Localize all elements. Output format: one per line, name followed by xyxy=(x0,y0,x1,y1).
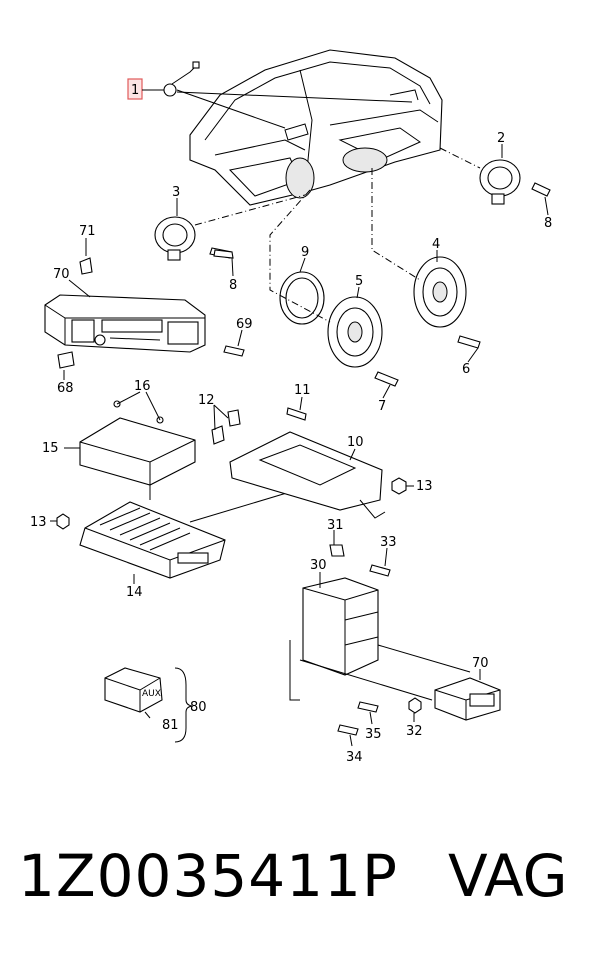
callout-9: 9 xyxy=(301,245,309,260)
callout-81: 81 xyxy=(162,718,179,733)
aux-label: AUX xyxy=(142,689,161,699)
footer: 1Z0035411P VAG xyxy=(0,840,600,971)
callout-3: 3 xyxy=(172,185,180,200)
nut-part-32 xyxy=(408,697,422,714)
microphone-part-1 xyxy=(163,61,413,129)
leader-lines xyxy=(50,144,549,747)
callout-12: 12 xyxy=(198,393,215,408)
screw-part-33 xyxy=(369,564,391,577)
callout-80: 80 xyxy=(190,700,207,715)
callout-16: 16 xyxy=(134,379,151,394)
radio-unit-part-70 xyxy=(44,257,245,369)
callout-35: 35 xyxy=(365,727,382,742)
door-speaker-grille-rear xyxy=(285,157,315,199)
spacer-ring-part-9 xyxy=(269,189,331,325)
callout-10: 10 xyxy=(347,435,364,450)
callout-2: 2 xyxy=(497,131,505,146)
callout-31: 31 xyxy=(327,518,344,533)
callout-labels: 1 2 8 3 8 4 9 5 6 7 71 70 69 68 16 15 12… xyxy=(30,78,552,765)
callout-69: 69 xyxy=(236,317,253,332)
callout-32: 32 xyxy=(406,724,423,739)
amplifier-part-14 xyxy=(79,485,291,579)
callout-1: 1 xyxy=(131,83,139,98)
tweeter-part-2 xyxy=(439,147,551,205)
aux-socket-part-81: AUX xyxy=(104,667,193,743)
release-key-part-68 xyxy=(57,351,75,369)
callout-70b: 70 xyxy=(472,656,489,671)
callout-34: 34 xyxy=(346,750,363,765)
screw-part-69 xyxy=(223,345,245,357)
callout-5: 5 xyxy=(355,274,363,289)
parts-exploded-diagram: AUX 1 xyxy=(30,49,552,765)
module-part-70-lower xyxy=(434,677,501,721)
callout-13b: 13 xyxy=(30,515,47,530)
callout-4: 4 xyxy=(432,237,440,252)
callout-30: 30 xyxy=(310,558,327,573)
callout-8a: 8 xyxy=(544,216,552,231)
holder-frame-part-30 xyxy=(289,544,471,736)
tweeter-part-3 xyxy=(154,194,306,261)
bracket-part-10 xyxy=(211,407,386,519)
speaker-part-5 xyxy=(327,296,399,387)
callout-15: 15 xyxy=(42,441,59,456)
callout-11: 11 xyxy=(294,383,311,398)
callout-6: 6 xyxy=(462,362,470,377)
screw-part-34 xyxy=(337,724,359,736)
speaker-part-4 xyxy=(371,168,481,349)
part-number: 1Z0035411P xyxy=(18,842,398,910)
screw-part-35 xyxy=(357,701,379,713)
callout-14: 14 xyxy=(126,585,143,600)
clip-part-71 xyxy=(79,257,93,275)
door-trim-panel xyxy=(189,49,443,206)
callout-13a: 13 xyxy=(416,479,433,494)
clip-part-31 xyxy=(329,544,345,557)
nuts-part-13 xyxy=(56,477,407,530)
screws-part-8 xyxy=(213,249,234,259)
callout-1-highlight xyxy=(127,78,143,100)
door-speaker-grille-front xyxy=(342,147,388,173)
callout-33: 33 xyxy=(380,535,397,550)
cover-part-15 xyxy=(79,400,196,486)
callout-68: 68 xyxy=(57,381,74,396)
callout-70a: 70 xyxy=(53,267,70,282)
brand-name: VAG xyxy=(448,842,568,910)
callout-71: 71 xyxy=(79,224,96,239)
callout-8b: 8 xyxy=(229,278,237,293)
callout-7: 7 xyxy=(378,399,386,414)
